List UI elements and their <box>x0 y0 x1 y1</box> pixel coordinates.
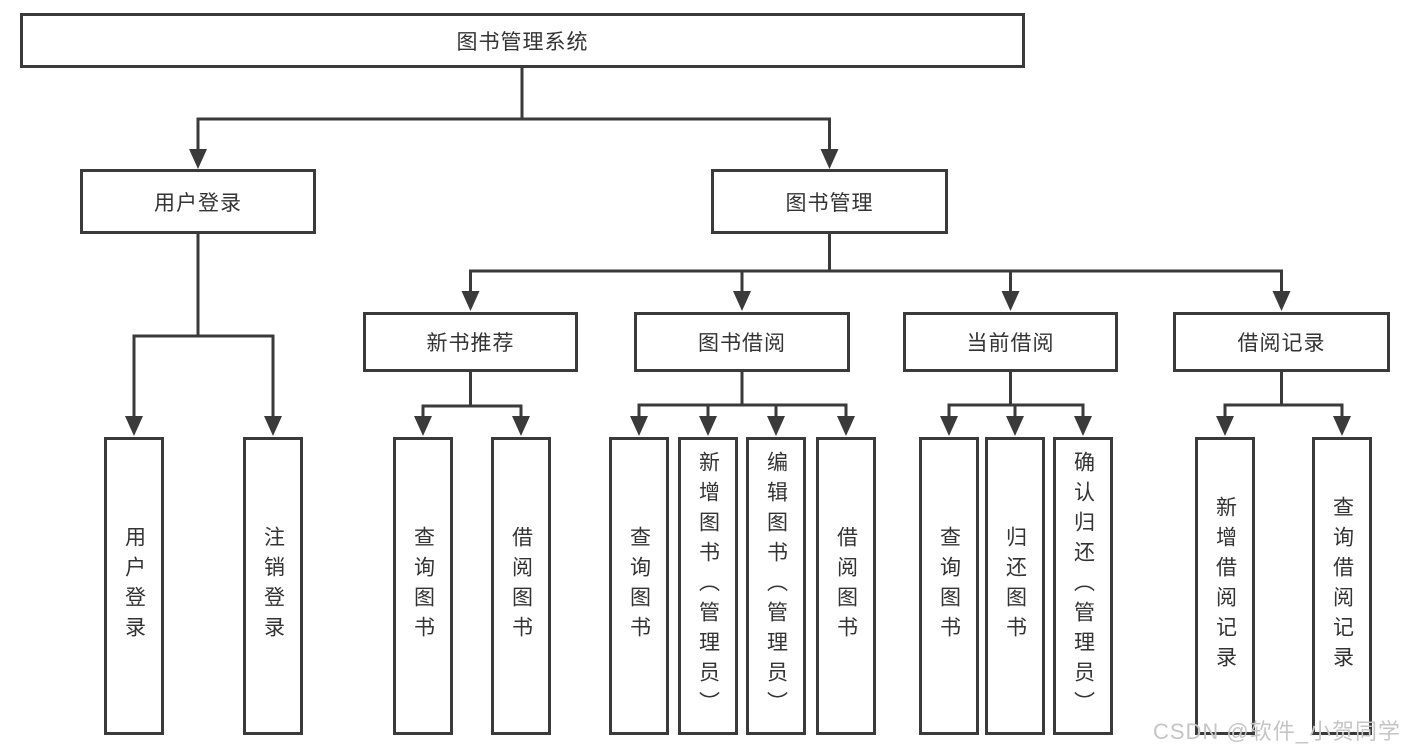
node-return-books: 归还图书 <box>985 437 1045 735</box>
node-new-book-recommendation: 新书推荐 <box>363 312 578 372</box>
node-query-books-borrowing: 查询图书 <box>609 437 669 735</box>
node-label: 借阅图书 <box>834 526 858 646</box>
node-label: 用户登录 <box>154 191 242 215</box>
node-label: 借阅图书 <box>509 526 533 646</box>
node-label: 注销登录 <box>261 526 285 646</box>
node-borrow-books-borrowing: 借阅图书 <box>816 437 876 735</box>
node-label: 借阅记录 <box>1237 332 1326 355</box>
node-borrow-books-recommendation: 借阅图书 <box>491 437 551 735</box>
node-confirm-return-admin: 确认归还（管理员） <box>1053 437 1113 735</box>
node-query-books-current: 查询图书 <box>919 437 979 735</box>
node-book-borrowing: 图书借阅 <box>634 312 850 372</box>
node-label: 新书推荐 <box>426 332 515 355</box>
node-library-management-system: 图书管理系统 <box>20 13 1025 68</box>
node-user-login-leaf: 用户登录 <box>104 437 164 735</box>
node-label: 查询图书 <box>627 526 651 646</box>
node-borrowing-records: 借阅记录 <box>1173 312 1390 372</box>
node-edit-books-admin: 编辑图书（管理员） <box>746 437 806 735</box>
node-label: 查询图书 <box>937 526 961 646</box>
node-label: 归还图书 <box>1003 526 1027 646</box>
node-label: 图书管理系统 <box>456 30 589 54</box>
node-label: 用户登录 <box>122 526 146 646</box>
node-logout: 注销登录 <box>243 437 303 735</box>
node-query-books-recommendation: 查询图书 <box>393 437 453 735</box>
node-add-books-admin: 新增图书（管理员） <box>678 437 738 735</box>
node-label: 新增借阅记录 <box>1213 496 1237 676</box>
node-label: 查询图书 <box>411 526 435 646</box>
node-query-borrow-record: 查询借阅记录 <box>1312 437 1372 735</box>
node-user-login: 用户登录 <box>80 169 316 234</box>
node-add-borrow-record: 新增借阅记录 <box>1195 437 1255 735</box>
node-label: 图书借阅 <box>698 332 786 355</box>
node-label: 当前借阅 <box>966 332 1055 355</box>
node-label: 新增图书（管理员） <box>696 451 720 721</box>
csdn-watermark: CSDN @软件_小贺同学 <box>1152 719 1401 744</box>
node-current-borrowing: 当前借阅 <box>903 312 1118 372</box>
node-label: 确认归还（管理员） <box>1071 451 1095 721</box>
node-label: 图书管理 <box>785 191 874 215</box>
node-label: 编辑图书（管理员） <box>764 451 788 721</box>
node-book-management: 图书管理 <box>711 169 948 234</box>
node-label: 查询借阅记录 <box>1330 496 1354 676</box>
